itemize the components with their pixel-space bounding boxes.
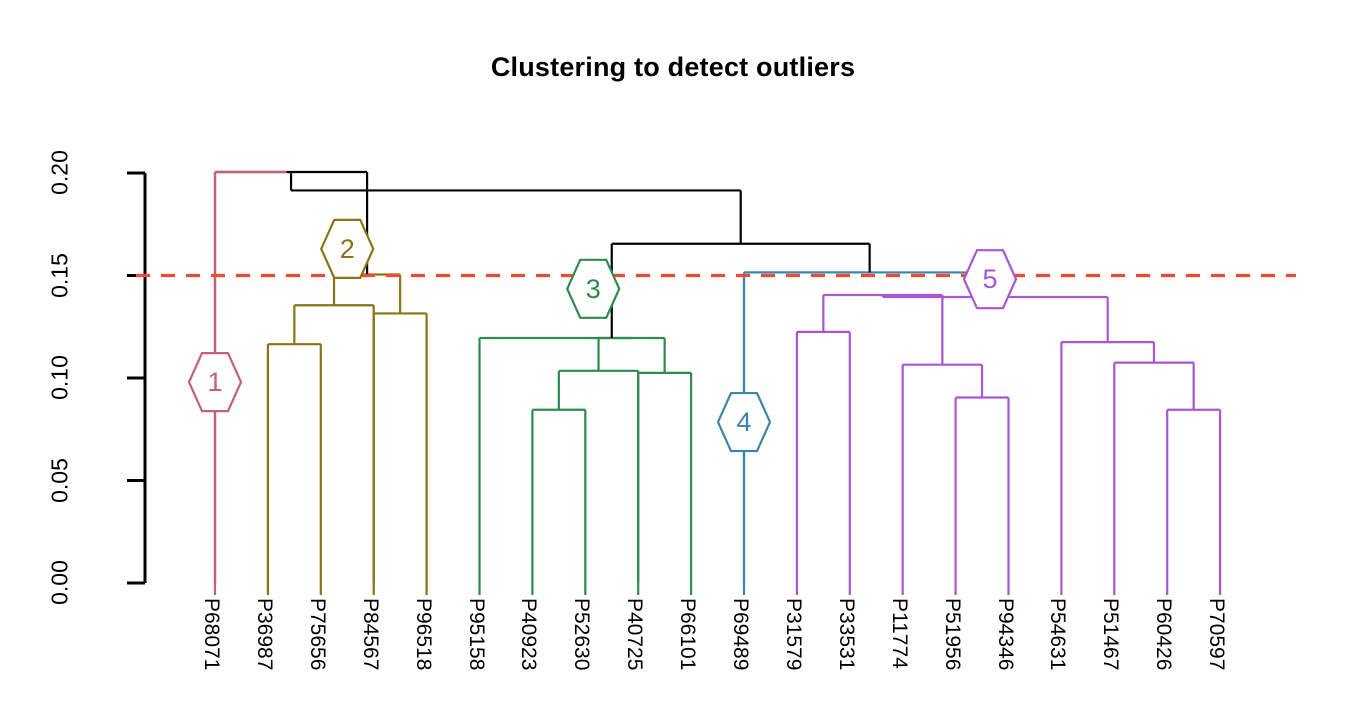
x-tick-label: P75656: [305, 598, 329, 671]
y-tick-label: 0.00: [46, 560, 73, 605]
dendrogram-link: [332, 273, 402, 314]
cluster-badge-number: 5: [982, 264, 997, 294]
dendrogram-link: [531, 408, 587, 583]
dendrogram-link: [1113, 361, 1195, 583]
y-axis: [127, 171, 147, 585]
y-tick-label: 0.05: [46, 457, 73, 503]
cluster-badge: 1: [187, 352, 243, 413]
cluster-badge-number: 3: [586, 274, 601, 304]
dendrogram-links: [213, 170, 1222, 595]
dendrogram-link: [372, 312, 428, 583]
x-tick-label: P40725: [623, 598, 647, 671]
dendrogram-link: [1166, 408, 1222, 583]
cluster-badge: 3: [566, 258, 621, 319]
dendrogram-link: [742, 271, 997, 583]
dendrogram-link: [557, 369, 640, 583]
y-tick-label: 0.10: [46, 355, 73, 400]
cluster-badge-number: 1: [207, 367, 222, 397]
dendrogram-link: [610, 242, 871, 339]
x-tick-label: P54631: [1046, 598, 1070, 671]
x-tick-label: P40923: [517, 598, 541, 671]
cluster-badge-number: 2: [340, 234, 355, 264]
x-tick-label: P68071: [200, 598, 223, 671]
cluster-badge-number: 4: [736, 407, 751, 437]
x-tick-label: P51956: [940, 598, 964, 671]
x-tick-label: P66101: [676, 598, 700, 671]
x-tick-label: P60426: [1152, 598, 1176, 671]
dendrogram-link: [597, 336, 666, 373]
dendrogram-link: [822, 293, 944, 365]
dendrogram-link: [478, 336, 632, 583]
dendrogram-link: [1060, 341, 1156, 583]
cluster-badge: 4: [716, 391, 772, 453]
cluster-badge: 5: [962, 249, 1018, 310]
x-tick-label: P95158: [464, 598, 488, 671]
page-title: Clustering to detect outliers: [490, 52, 856, 82]
x-tick-label: P52630: [570, 598, 594, 671]
x-tick-label: P31579: [781, 598, 805, 671]
cluster-badges: 1 2 3 4 5: [187, 218, 1018, 453]
x-tick-label: P70597: [1205, 598, 1229, 671]
x-tick-label: P36987: [252, 598, 276, 671]
dendrogram-link: [795, 330, 851, 583]
x-tick-label: P69489: [729, 598, 752, 671]
x-tick-label: P94346: [993, 598, 1017, 671]
dendrogram-link: [293, 304, 375, 583]
cluster-badge: 2: [320, 218, 375, 279]
x-tick-label: P33531: [834, 598, 858, 671]
x-tick-label: P51467: [1099, 598, 1123, 671]
dendrogram-link: [637, 371, 693, 583]
x-tick-label: P96518: [411, 598, 435, 671]
y-tick-label: 0.15: [46, 252, 73, 298]
x-tick-label: P11774: [887, 598, 911, 669]
dendrogram-link: [954, 396, 1010, 583]
x-tick-label: P84567: [358, 598, 382, 671]
dendrogram-link: [266, 343, 322, 583]
dendrogram-link: [289, 171, 742, 244]
y-tick-label: 0.20: [46, 150, 73, 195]
